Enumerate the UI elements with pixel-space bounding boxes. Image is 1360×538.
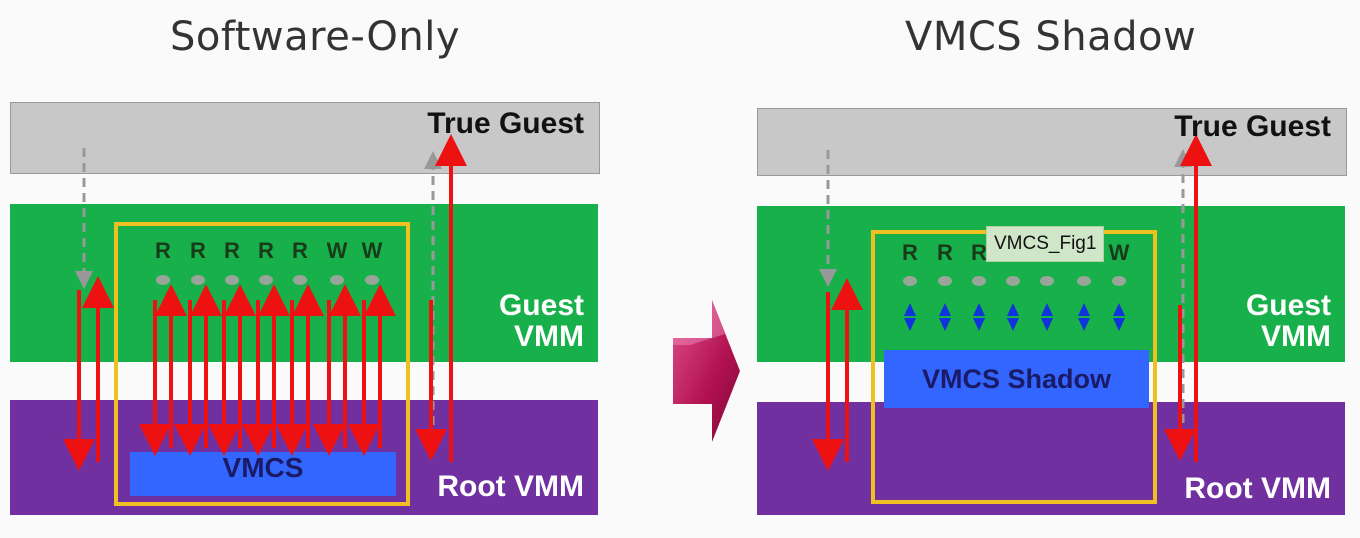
left-title: Software-Only (170, 14, 460, 60)
left-guest-vmm-label: Guest VMM (440, 290, 584, 352)
left-vmcs-block (130, 452, 396, 496)
left-guest-label: Guest (498, 289, 584, 322)
right-true-guest-label: True Guest (1174, 110, 1331, 143)
right-access-2: R (937, 240, 953, 265)
left-access-5: R (292, 238, 308, 263)
right-vmcs-shadow-label: VMCS Shadow (921, 364, 1111, 394)
right-guest-vmm-label: Guest VMM (1187, 290, 1331, 352)
right-access-dots (903, 276, 1126, 286)
transition-arrow-icon (673, 300, 740, 442)
left-true-guest-layer (10, 102, 600, 174)
right-true-guest-layer (757, 108, 1347, 176)
left-access-7: W (361, 238, 383, 263)
right-root-vmm-layer (757, 402, 1345, 515)
left-vmcs-label: VMCS (222, 452, 304, 483)
left-access-2: R (190, 238, 206, 263)
right-vmcs-shadow-block (884, 350, 1149, 408)
right-access-3: R (971, 240, 987, 265)
left-outline (114, 222, 410, 506)
left-trap-arrows (139, 284, 396, 456)
left-root-vmm-label: Root VMM (437, 470, 584, 503)
right-root-vmm-label: Root VMM (1184, 472, 1331, 505)
right-shadow-arrows (904, 303, 1125, 331)
left-access-6: W (326, 238, 348, 263)
right-vmm-label: VMM (1261, 320, 1331, 353)
left-access-1: R (155, 238, 171, 263)
right-guest-label: Guest (1245, 289, 1331, 322)
right-access-7: W (1108, 240, 1130, 265)
left-vmm-label: VMM (514, 320, 584, 353)
left-access-3: R (224, 238, 240, 263)
figure-tag: VMCS_Fig1 (986, 226, 1105, 262)
left-access-dots (156, 275, 379, 285)
right-access-1: R (902, 240, 918, 265)
right-title: VMCS Shadow (905, 14, 1197, 60)
left-access-4: R (258, 238, 274, 263)
left-true-guest-label: True Guest (427, 107, 584, 140)
